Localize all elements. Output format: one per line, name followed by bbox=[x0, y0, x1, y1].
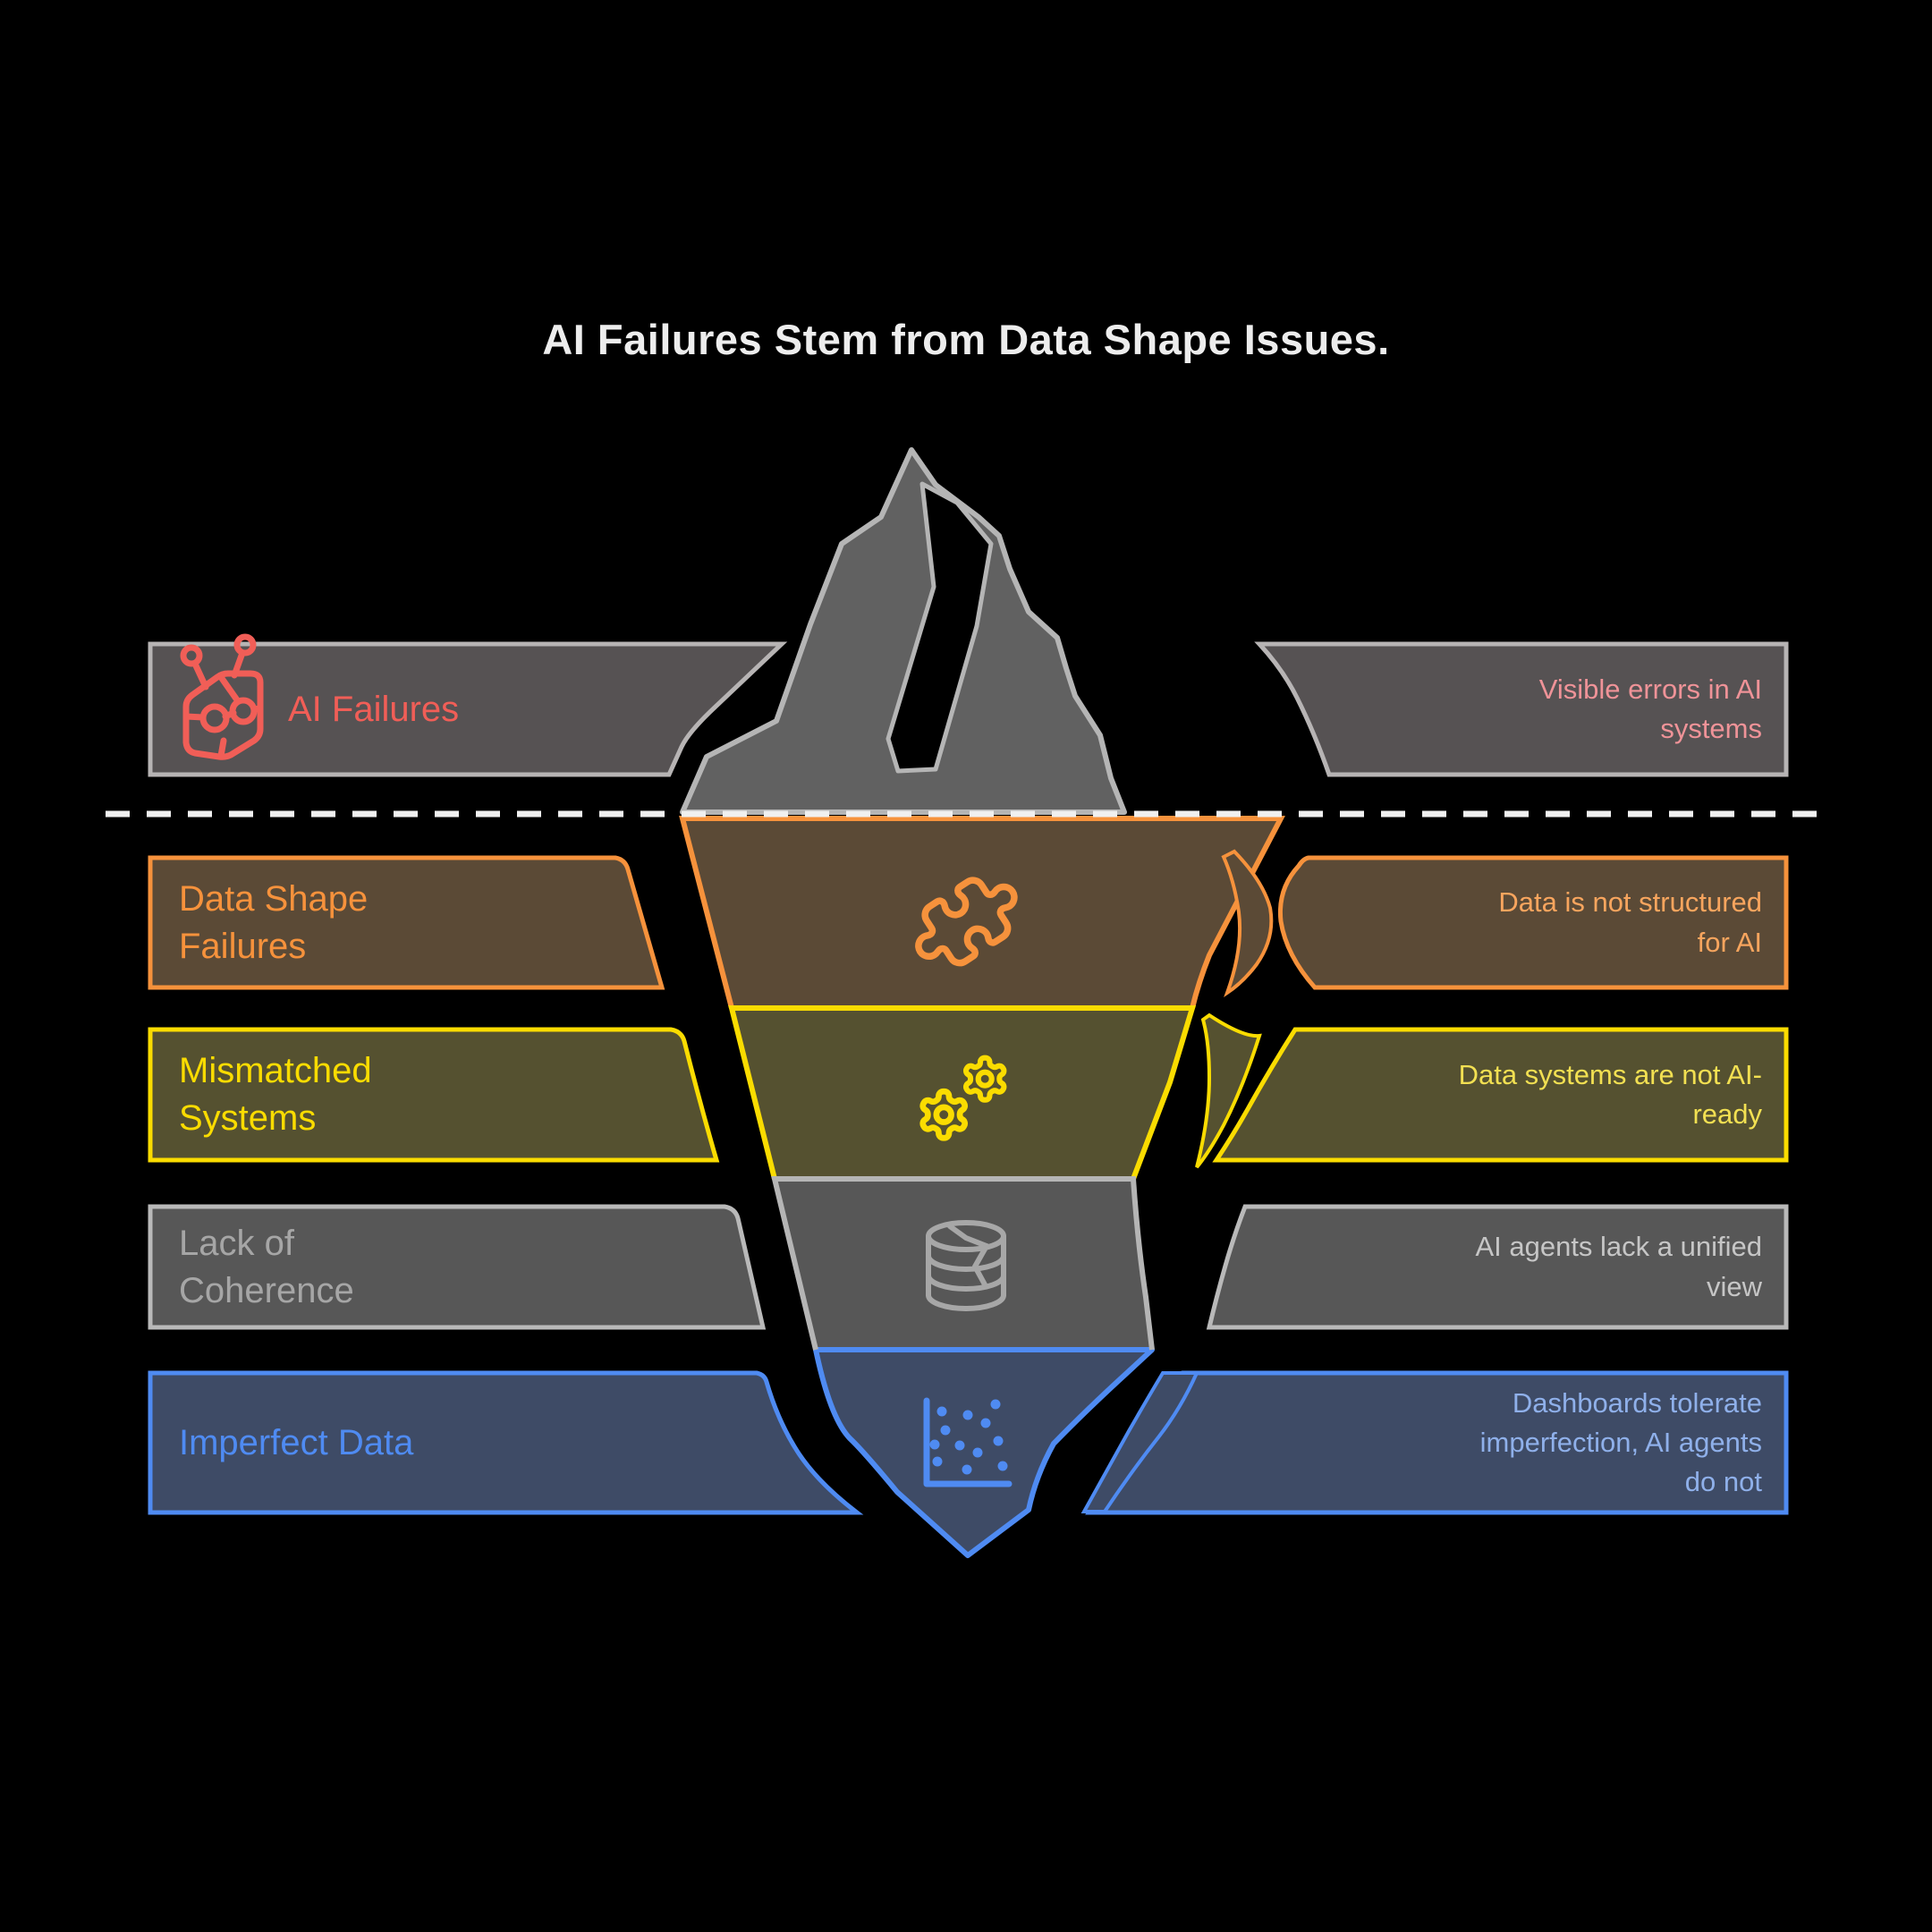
crack-shard-orange bbox=[1221, 849, 1274, 998]
iceberg-peak-notch bbox=[886, 481, 994, 774]
desc-data-shape-failures: Data is not structured for AI bbox=[1498, 886, 1762, 958]
desc-lack-of-coherence: AI agents lack a unified view bbox=[1475, 1231, 1762, 1302]
iceberg-layer-data-shape bbox=[682, 818, 1281, 1008]
layer-edge-orange bbox=[679, 816, 1285, 1009]
right-band-data-shape-failures bbox=[1277, 855, 1789, 990]
page-title: AI Failures Stem from Data Shape Issues. bbox=[542, 316, 1390, 363]
iceberg-layer-mismatched bbox=[732, 1008, 1192, 1179]
iceberg-layer-imperfect-data bbox=[813, 1347, 1155, 1558]
gears-icon bbox=[919, 1055, 1007, 1141]
left-band-mismatched-systems bbox=[148, 1027, 720, 1163]
layer-edge-gray bbox=[771, 1176, 1155, 1351]
desc-mismatched-systems: Data systems are not AI- ready bbox=[1458, 1058, 1762, 1130]
label-lack-of-coherence: Lack of Coherence bbox=[179, 1223, 354, 1310]
crack-shard-blue bbox=[1080, 1371, 1200, 1513]
left-band-lack-of-coherence bbox=[148, 1204, 767, 1330]
label-data-shape-failures: Data Shape Failures bbox=[179, 878, 369, 966]
right-band-lack-of-coherence bbox=[1206, 1204, 1789, 1330]
label-mismatched-systems: Mismatched Systems bbox=[179, 1051, 372, 1138]
iceberg-layer-coherence bbox=[775, 1179, 1152, 1350]
database-icon bbox=[926, 1220, 1006, 1311]
desc-imperfect-data: Dashboards tolerate imperfection, AI age… bbox=[1479, 1386, 1762, 1497]
left-band-ai-failures bbox=[148, 641, 788, 777]
right-band-mismatched-systems bbox=[1212, 1027, 1789, 1163]
iceberg-peak bbox=[680, 447, 1127, 815]
scatter-plot-icon bbox=[923, 1397, 1013, 1487]
puzzle-icon bbox=[915, 877, 1018, 967]
robot-icon bbox=[180, 633, 264, 760]
label-imperfect-data: Imperfect Data bbox=[179, 1422, 414, 1462]
label-ai-failures: AI Failures bbox=[288, 689, 460, 729]
desc-ai-failures: Visible errors in AI systems bbox=[1538, 673, 1762, 744]
right-band-ai-failures bbox=[1254, 641, 1789, 777]
layer-edge-yellow bbox=[728, 1005, 1197, 1181]
crack-shard-yellow bbox=[1195, 1013, 1262, 1169]
left-band-data-shape-failures bbox=[148, 855, 665, 990]
left-band-imperfect-data bbox=[148, 1370, 864, 1515]
